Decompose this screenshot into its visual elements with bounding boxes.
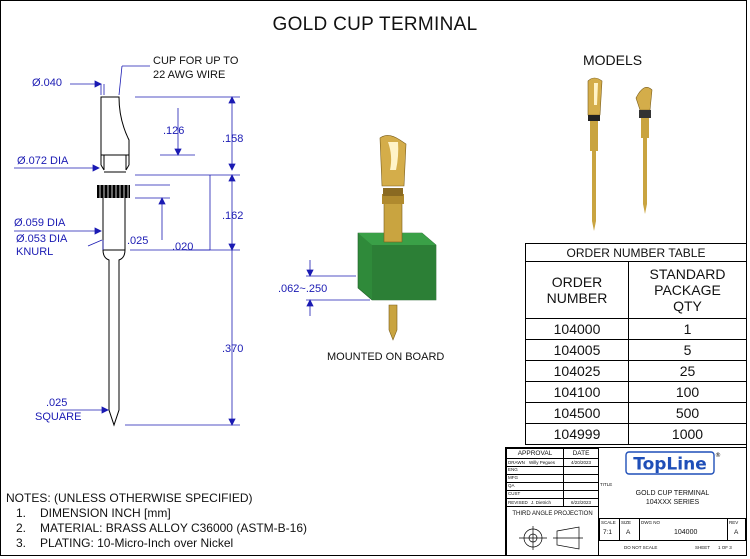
doc-title-line2: 104XXX SERIES <box>645 499 700 506</box>
topline-logo: TopLine ® <box>625 451 721 475</box>
dim-board-thickness: .062~.250 <box>278 283 328 295</box>
dim-knurl-label: KNURL <box>16 246 54 258</box>
dim-cup-length: .158 <box>222 133 244 145</box>
rev-cell: REV A <box>727 518 746 541</box>
dim-collar-gap: .020 <box>172 241 194 253</box>
svg-text:TopLine: TopLine <box>633 455 706 475</box>
cup-note-line2: 22 AWG WIRE <box>153 69 226 81</box>
dim-knurl-width: .025 <box>127 235 149 247</box>
model-render-large <box>587 77 603 231</box>
projection-cell: THIRD ANGLE PROJECTION <box>506 506 599 556</box>
third-angle-projection-icon <box>519 526 583 550</box>
title-label: TITLE <box>600 482 613 487</box>
dim-pin-square-label: SQUARE <box>35 411 82 423</box>
models-label: MODELS <box>583 52 643 68</box>
cup-note-line1: CUP FOR UP TO <box>153 55 239 67</box>
mounted-terminal-illustration <box>306 135 437 341</box>
note-item: 1.DIMENSION INCH [mm] <box>16 506 171 520</box>
scale-cell: SCALE 7:1 <box>599 518 620 541</box>
page-title: GOLD CUP TERMINAL <box>272 14 478 35</box>
order-table-caption: ORDER NUMBER TABLE <box>525 243 747 262</box>
dim-cup-diameter: Ø.040 <box>32 77 62 89</box>
model-render-small <box>635 87 653 214</box>
dim-cup-depth: .126 <box>163 125 185 137</box>
projection-label: THIRD ANGLE PROJECTION <box>512 511 593 517</box>
dim-knurl-diameter: Ø.053 DIA <box>16 233 68 245</box>
notes-heading: NOTES: (UNLESS OTHERWISE SPECIFIED) <box>6 491 253 505</box>
sheet-number: 1 OF 3 <box>718 545 732 550</box>
dim-mid-length: .162 <box>222 210 244 222</box>
dim-body-diameter: Ø.072 DIA <box>17 155 69 167</box>
svg-text:®: ® <box>715 452 721 459</box>
note-item: 2.MATERIAL: BRASS ALLOY C36000 (ASTM-B-1… <box>16 521 307 535</box>
do-not-scale: DO NOT SCALE <box>624 545 658 550</box>
dim-pin-square: .025 <box>46 397 68 409</box>
size-cell: SIZE A <box>619 518 640 541</box>
note-item: 3.PLATING: 10-Micro-Inch over Nickel <box>16 536 234 550</box>
doc-title-line1: GOLD CUP TERMINAL <box>635 490 710 497</box>
notes-section: NOTES: (UNLESS OTHERWISE SPECIFIED) 1.DI… <box>6 491 307 551</box>
dim-pin-length: .370 <box>222 343 244 355</box>
sheet-label: SHEET <box>695 545 711 550</box>
mounted-on-board-label: MOUNTED ON BOARD <box>327 351 445 363</box>
dim-shaft-diameter: Ø.059 DIA <box>14 217 66 229</box>
title-block: APPROVAL DATE DRAWN Willy Pegues 4/20/20… <box>505 447 747 556</box>
terminal-dimension-drawing <box>14 65 240 427</box>
dwg-no-cell: DWG NO 104000 <box>639 518 728 541</box>
